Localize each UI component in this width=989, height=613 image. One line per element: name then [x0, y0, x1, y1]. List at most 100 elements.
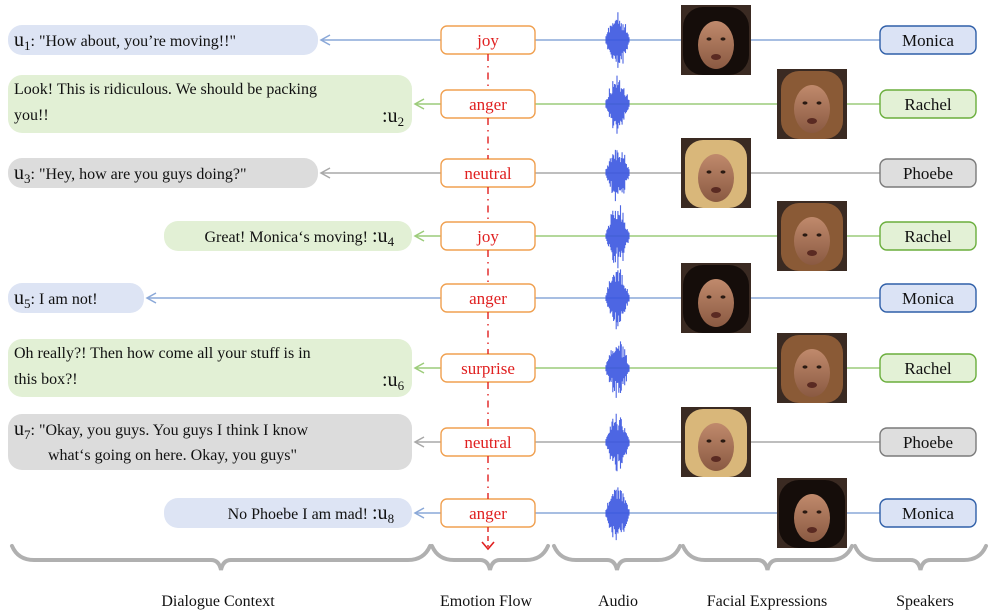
utterance-line: : "How about, you’re moving!!" [31, 33, 236, 50]
emotion-label: surprise [461, 359, 515, 378]
face-eye [816, 233, 822, 237]
utterance-row: u3: "Hey, how are you guys doing?"neutra… [8, 138, 977, 208]
face-thumbnail-image [777, 69, 847, 139]
label-speakers: Speakers [896, 593, 954, 610]
utterance-line: what‘s going on here. Okay, you guys" [48, 447, 297, 464]
utterance-id-colon: :u [382, 369, 398, 391]
utterance-id: u [14, 418, 24, 440]
face-skin [698, 21, 734, 69]
audio-waveform-icon [605, 341, 630, 398]
speaker-box [879, 221, 977, 251]
face-skin [794, 217, 830, 265]
utterance-id-subscript: 5 [24, 296, 31, 311]
emotion-flow-arrow-icon [481, 541, 495, 551]
face-skin [698, 423, 734, 471]
emotion-label: neutral [464, 433, 511, 452]
utterance-id-colon: :u [372, 502, 388, 524]
arrow-left-icon [413, 230, 425, 242]
audio-waveform-icon [605, 487, 630, 541]
label-dialogue-context: Dialogue Context [161, 593, 275, 610]
utterance-line: No Phoebe I am mad! [228, 506, 368, 523]
audio-waveform-icon [605, 269, 630, 330]
utterance-bubble [164, 221, 412, 251]
face-thumbnail-image [681, 5, 751, 75]
audio-waveform-icon [605, 205, 630, 269]
utterance-bubble [8, 283, 144, 313]
utterance-line: you!! [14, 107, 49, 124]
face-thumbnail-image [777, 333, 847, 403]
speaker-box [879, 25, 977, 55]
utterance-line: Great! Monica‘s moving! [204, 229, 368, 246]
audio-waveform-bars [605, 75, 630, 134]
utterance-text: u7: "Okay, you guys. You guys I think I … [14, 418, 308, 442]
audio-waveform-icon [605, 413, 630, 472]
face-eye [816, 101, 822, 105]
face-skin [698, 279, 734, 327]
speaker-name: Rachel [904, 359, 951, 378]
speaker-name: Rachel [904, 227, 951, 246]
utterance-id-colon: :u [372, 225, 388, 247]
utterance-row: Look! This is ridiculous. We should be p… [8, 69, 977, 139]
utterance-id: :u6 [382, 369, 405, 393]
utterance-id-subscript: 6 [398, 378, 405, 393]
speaker-name: Rachel [904, 95, 951, 114]
label-audio: Audio [598, 593, 638, 610]
utterance-line: Look! This is ridiculous. We should be p… [14, 81, 317, 98]
face-eye [816, 365, 822, 369]
face-eye [706, 37, 712, 41]
utterance-id: u [14, 162, 24, 184]
brace-emotion-flow [430, 544, 550, 571]
arrow-left-icon [413, 507, 425, 519]
utterance-text: u1: "How about, you’re moving!!" [14, 29, 236, 53]
face-thumbnail-image [777, 201, 847, 271]
face-eye [802, 365, 808, 369]
speaker-name: Phoebe [903, 433, 953, 452]
label-emotion-flow: Emotion Flow [440, 593, 532, 610]
emotion-label: anger [469, 95, 507, 114]
utterance-id-subscript: 8 [388, 511, 395, 526]
utterance-bubble [164, 498, 412, 528]
audio-waveform-bars [605, 341, 630, 398]
utterance-row: u7: "Okay, you guys. You guys I think I … [8, 407, 977, 477]
brace-speakers [853, 544, 988, 571]
utterance-bubble [8, 414, 412, 470]
speaker-box [879, 283, 977, 313]
utterance-line: this box?! [14, 371, 78, 388]
utterance-line: Oh really?! Then how come all your stuff… [14, 345, 311, 362]
face-eye [802, 510, 808, 514]
utterance-row: Great! Monica‘s moving!:u4 joy Rachel [164, 201, 977, 271]
utterance-id: :u2 [382, 105, 404, 129]
utterance-text: u3: "Hey, how are you guys doing?" [14, 162, 246, 186]
emotion-label: joy [476, 227, 499, 246]
utterance-id: u [14, 29, 24, 51]
utterance-bubble [8, 75, 412, 133]
emotion-label: joy [476, 31, 499, 50]
audio-waveform-bars [605, 12, 630, 68]
column-braces [10, 544, 988, 571]
face-eye [706, 439, 712, 443]
face-eye [706, 170, 712, 174]
face-eye [720, 295, 726, 299]
audio-waveform-bars [605, 413, 630, 472]
utterance-line: : "Okay, you guys. You guys I think I kn… [31, 422, 309, 439]
brace-audio [552, 544, 682, 571]
arrow-left-icon [319, 167, 331, 179]
speaker-box [879, 353, 977, 383]
utterance-id-colon: :u [382, 105, 398, 127]
utterance-row: Oh really?! Then how come all your stuff… [8, 333, 977, 403]
face-mouth [711, 312, 721, 318]
arrow-left-icon [319, 34, 331, 46]
utterance-line: : "Hey, how are you guys doing?" [31, 166, 247, 183]
utterance-id-subscript: 4 [388, 234, 395, 249]
utterance-id: :u8 [372, 502, 394, 526]
face-eye [720, 170, 726, 174]
arrow-left-icon [413, 436, 425, 448]
brace-dialogue-context [10, 544, 432, 571]
audio-waveform-bars [605, 149, 630, 202]
utterance-id: :u4 [372, 225, 395, 249]
utterance-line: : I am not! [31, 291, 98, 308]
audio-waveform-bars [605, 205, 630, 269]
face-eye [720, 439, 726, 443]
